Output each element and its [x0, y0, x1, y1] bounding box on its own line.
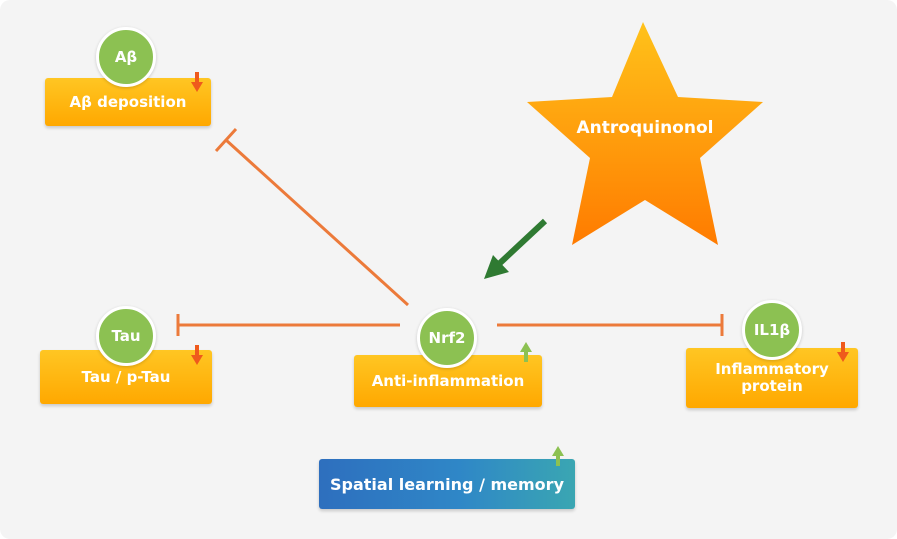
spatial-learning-box: Spatial learning / memory: [319, 459, 575, 509]
anti-inflammation-label: Anti-inflammation: [371, 371, 525, 390]
tau-down-arrow-icon: [191, 345, 203, 365]
star-shape: [527, 22, 763, 245]
spatial-learning-label: Spatial learning / memory: [330, 474, 564, 494]
tau-box-label: Tau / p-Tau: [81, 367, 171, 386]
abeta-node: Aβ: [96, 27, 156, 87]
inflammatory-protein-label-line1: Inflammatory: [715, 360, 829, 378]
il1b-down-arrow-icon: [837, 342, 849, 362]
star-label: Antroquinonol: [576, 118, 714, 138]
tau-node: Tau: [96, 306, 156, 366]
nrf2-up-arrow-icon: [520, 342, 532, 362]
inhibit-line-abeta: [224, 138, 410, 307]
tau-node-label: Tau: [111, 327, 141, 345]
il1b-node: IL1β: [742, 300, 802, 360]
abeta-down-arrow-icon: [191, 72, 203, 92]
il1b-node-label: IL1β: [753, 321, 791, 339]
inhibit-bar-abeta: [214, 127, 238, 153]
nrf2-node-label: Nrf2: [428, 329, 466, 347]
learning-up-arrow-icon: [552, 446, 564, 466]
nrf2-node: Nrf2: [417, 308, 477, 368]
abeta-box-label: Aβ deposition: [69, 92, 187, 111]
abeta-node-label: Aβ: [114, 48, 138, 66]
activate-arrow-shaft: [497, 218, 548, 266]
inflammatory-protein-label-line2: protein: [741, 377, 803, 395]
activate-arrow-head: [484, 255, 509, 279]
